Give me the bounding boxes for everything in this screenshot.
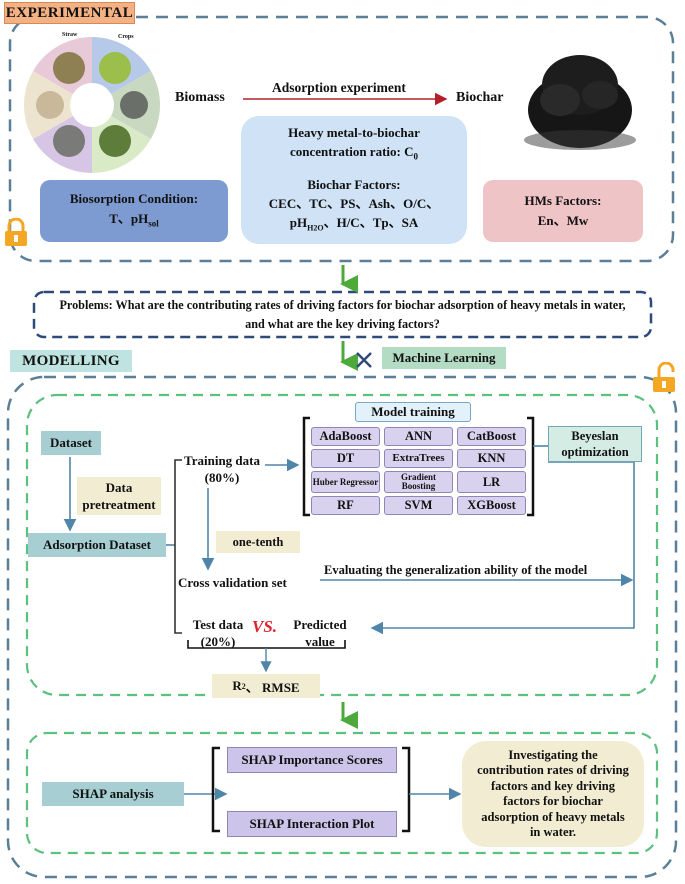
waste-photo <box>120 91 148 119</box>
model-adaboost: AdaBoost <box>311 427 380 446</box>
model-catboost: CatBoost <box>457 427 526 446</box>
model-extratrees: ExtraTrees <box>384 449 453 468</box>
model-huber-regressor: Huber Regressor <box>311 471 380 493</box>
experimental-label: EXPERIMENTAL <box>4 2 135 24</box>
predicted-value-label: Predicted value <box>293 617 347 649</box>
biochar-label: Biochar <box>456 90 504 105</box>
modelling-frame <box>6 375 678 879</box>
hms-factors-box: HMs Factors: En、Mw <box>483 180 643 242</box>
dataset-box: Dataset <box>41 431 101 455</box>
model-dt: DT <box>311 449 380 468</box>
one-tenth-label: one-tenth <box>216 531 300 553</box>
machine-learning-label: Machine Learning <box>382 347 506 369</box>
data-pretreatment-box: Data pretreatment <box>77 477 161 515</box>
shap-importance-box: SHAP Importance Scores <box>227 747 397 773</box>
biosorption-condition-box: Biosorption Condition: T、pHsol <box>40 180 228 242</box>
biomass-label: Biomass <box>175 90 225 105</box>
straw-photo <box>53 52 85 84</box>
cross-validation-label: Cross validation set <box>178 575 287 590</box>
ml-frame <box>25 393 659 697</box>
shap-result-box: Investigating the contribution rates of … <box>462 741 644 847</box>
lock-open-icon <box>653 362 675 392</box>
model-lr: LR <box>457 471 526 493</box>
tools-icon <box>356 352 372 368</box>
manure-photo <box>36 91 64 119</box>
modelling-label: MODELLING <box>10 350 132 372</box>
sludge-photo <box>53 125 85 157</box>
wheel-label-crops: Crops <box>118 34 134 40</box>
shap-frame <box>25 731 659 855</box>
biochar-factors-box: Heavy metal-to-biochar concentration rat… <box>241 116 467 244</box>
wheel-label-straw: Straw <box>62 32 78 38</box>
rubbish-photo <box>99 125 131 157</box>
model-training-header: Model training <box>355 402 471 422</box>
vs-label: VS. <box>252 617 278 636</box>
experimental-frame <box>8 15 675 263</box>
lock-closed-icon <box>5 218 27 246</box>
biochar-image <box>524 55 636 150</box>
problems-text: Problems: What are the contributing rate… <box>59 298 626 331</box>
shap-interaction-box: SHAP Interaction Plot <box>227 811 397 837</box>
model-svm: SVM <box>384 496 453 515</box>
evaluating-label: Evaluating the generalization ability of… <box>324 563 588 577</box>
shap-analysis-box: SHAP analysis <box>42 782 184 806</box>
adsorption-dataset-box: Adsorption Dataset <box>28 533 166 557</box>
biomass-wheel <box>23 36 161 174</box>
training-data-label: Training data (80%) <box>184 453 260 485</box>
model-gradient-boosting: Gradient Boosting <box>384 471 453 493</box>
model-knn: KNN <box>457 449 526 468</box>
model-ann: ANN <box>384 427 453 446</box>
model-rf: RF <box>311 496 380 515</box>
crops-photo <box>99 52 131 84</box>
test-data-label: Test data (20%) <box>192 617 244 649</box>
model-xgboost: XGBoost <box>457 496 526 515</box>
bayesian-optimization-box: Beyeslan optimization <box>548 426 642 462</box>
adsorption-label: Adsorption experiment <box>272 80 406 95</box>
problems-frame <box>32 290 653 339</box>
